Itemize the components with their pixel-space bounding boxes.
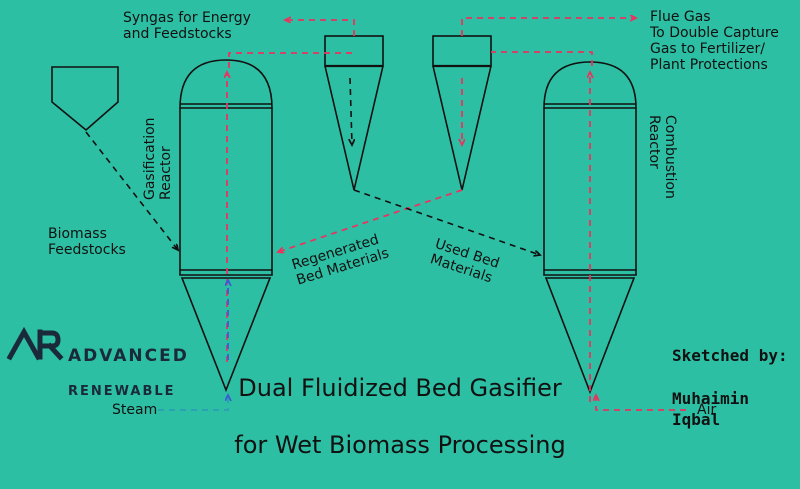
logo-line-1: ADVANCED <box>68 346 189 367</box>
sketch-credit: Sketched by: Muhaimin Iqbal <box>672 323 800 453</box>
credit-line-2: Muhaimin Iqbal <box>672 388 750 430</box>
diagram-title: Dual Fluidized Bed Gasifier for Wet Biom… <box>230 345 570 489</box>
gasification-reactor-vessel <box>179 59 273 393</box>
combustion-reactor-label: Combustion Reactor <box>645 115 678 199</box>
flue-gas-label: Flue Gas To Double Capture Gas to Fertil… <box>650 9 779 74</box>
diagram-canvas <box>6 0 686 411</box>
biomass-feedstocks-label: Biomass Feedstocks <box>48 226 126 259</box>
title-line-2: for Wet Biomass Processing <box>234 431 566 460</box>
biomass-feed-flow <box>85 131 178 250</box>
logo-line-2: RENEWABLE <box>68 384 176 400</box>
flue-gas-out-flow <box>461 18 636 36</box>
steam-flows <box>158 280 228 411</box>
logo-text: ADVANCED RENEWABLE <box>68 329 189 419</box>
steam-label: Steam <box>112 402 158 418</box>
biomass-hopper <box>51 66 119 132</box>
title-line-1: Dual Fluidized Bed Gasifier <box>238 373 562 402</box>
gasification-reactor-label: Gasification Reactor <box>142 117 175 200</box>
combustor-to-cyclone-flow <box>491 51 593 66</box>
advanced-renewable-logo-icon <box>6 326 64 361</box>
syngas-cyclone <box>324 35 384 191</box>
syngas-out-flow <box>285 20 355 36</box>
solid-flows <box>85 77 540 255</box>
air-label: Air <box>697 402 717 418</box>
syngas-cyclone-down-flow <box>350 77 352 145</box>
credit-line-1: Sketched by: <box>672 345 788 365</box>
gasifier-to-cyclone-flow <box>228 52 354 68</box>
syngas-label: Syngas for Energy and Feedstocks <box>123 10 251 43</box>
air-in-flow <box>596 395 686 411</box>
hot-gas-flows <box>227 18 686 411</box>
steam-in-flow <box>158 395 228 411</box>
